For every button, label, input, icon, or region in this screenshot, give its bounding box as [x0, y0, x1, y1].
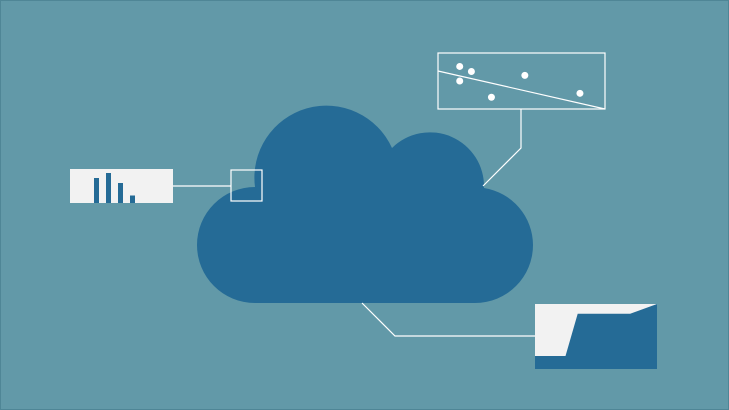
bar-3: [118, 183, 123, 203]
area-chart-icon: [535, 304, 657, 369]
scatter-point-1: [456, 62, 464, 70]
connector-square-icon: [230, 169, 263, 202]
bar-2: [106, 173, 111, 203]
scatter-point-4: [521, 71, 529, 79]
scatter-point-2: [467, 67, 475, 75]
scatter-chart-panel: [437, 52, 606, 110]
scatter-point-6: [576, 89, 584, 97]
scatter-point-5: [487, 93, 495, 101]
scatter-chart-points: [456, 62, 584, 101]
cloud-icon: [197, 105, 533, 304]
connector-lines: [173, 109, 536, 337]
connector-scatter-chart: [482, 109, 522, 187]
scatter-chart-icon: [437, 52, 606, 110]
bar-1: [94, 178, 99, 203]
bar-chart-icon: [70, 169, 173, 203]
connector-area-chart: [361, 302, 536, 337]
bar-4: [130, 195, 135, 203]
area-chart-fill: [535, 304, 657, 356]
scatter-trend-line: [437, 70, 606, 110]
bar-chart-bars: [94, 173, 135, 203]
scatter-point-3: [456, 77, 464, 85]
